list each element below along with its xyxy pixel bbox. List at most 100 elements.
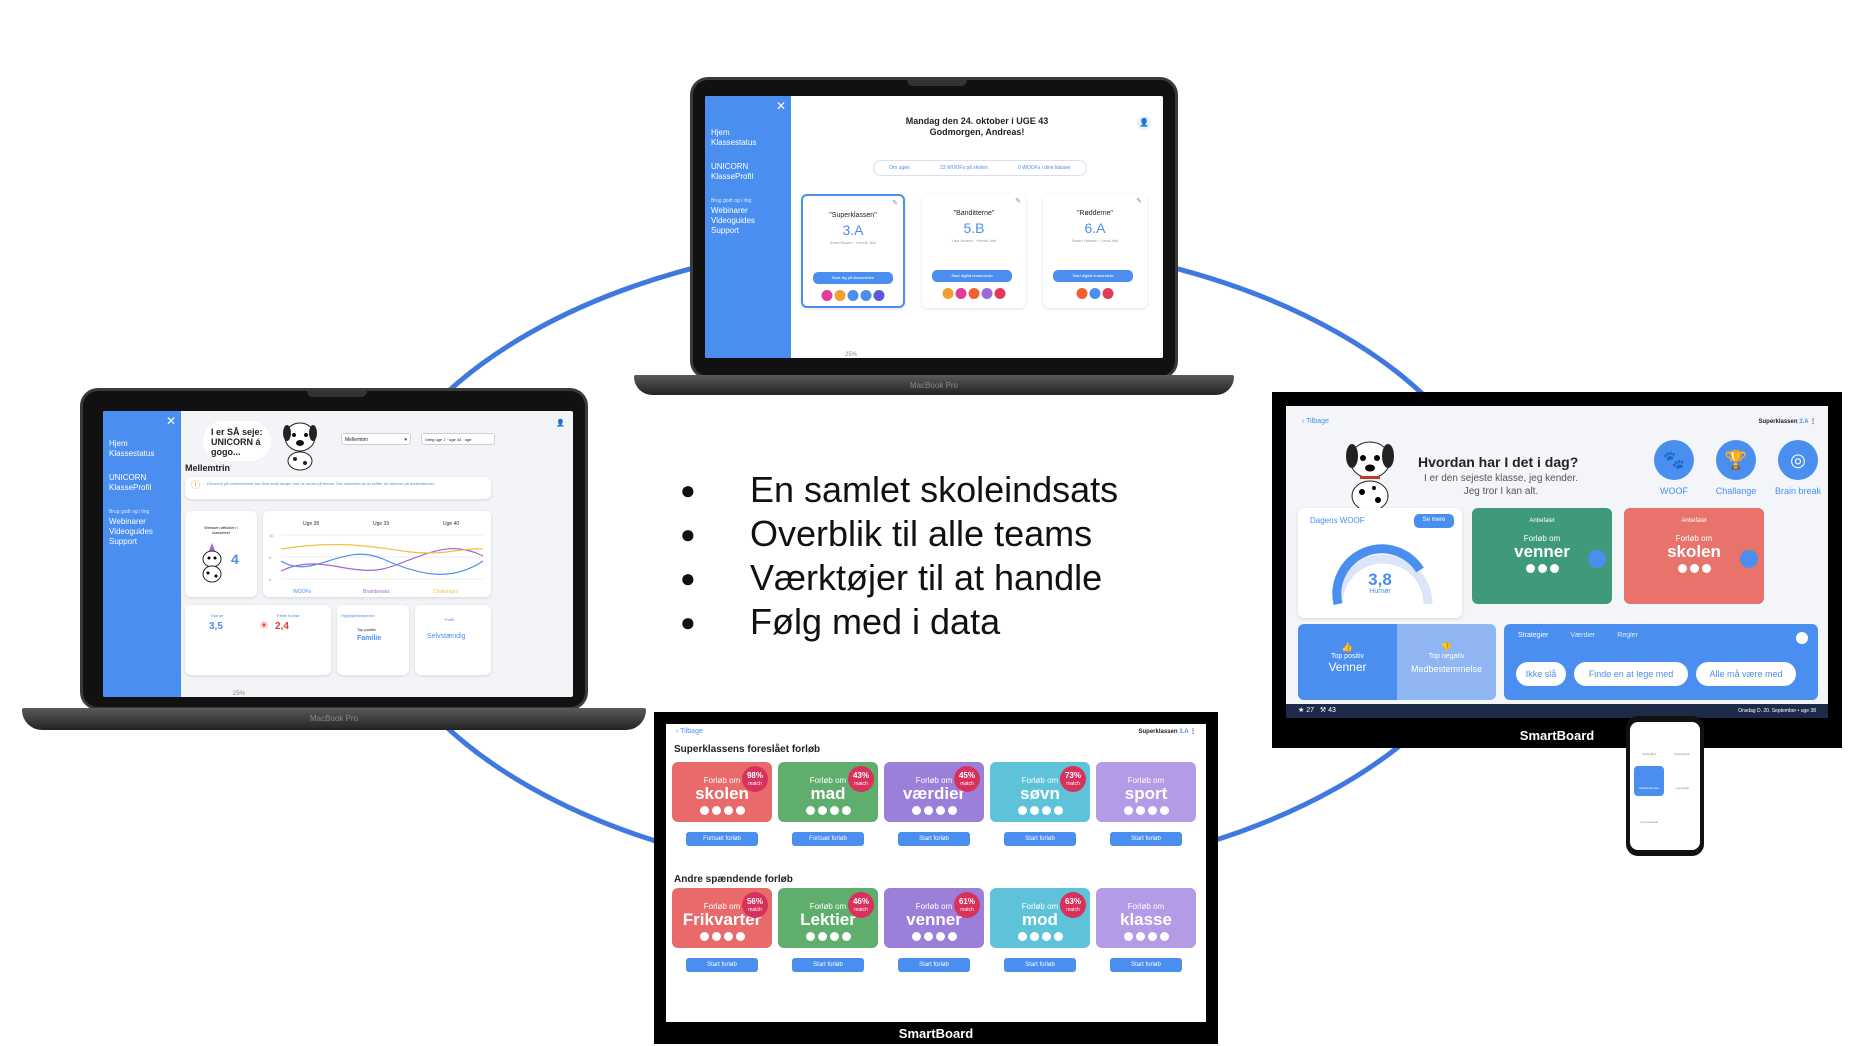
sidebar-item-webinars[interactable]: Webinarer <box>711 206 748 215</box>
icon-label: Brain break <box>1774 486 1822 496</box>
sidebar-item-class-profile[interactable]: KlasseProfil <box>109 483 152 492</box>
phone-item[interactable]: Skolegård <box>1642 752 1656 756</box>
see-more-button[interactable]: Se mere <box>1414 514 1454 528</box>
woofs-value: 4 <box>231 551 239 567</box>
sidebar-item-webinars[interactable]: Webinarer <box>109 517 146 526</box>
sidebar-item-class-profile[interactable]: KlasseProfil <box>711 172 754 181</box>
phone-item[interactable]: Legeplads <box>1675 786 1689 790</box>
phone-item[interactable]: Sportsplads <box>1674 752 1690 756</box>
challenge-icon[interactable]: 🏆 <box>1716 440 1756 480</box>
sidebar-item-home[interactable]: Hjem <box>109 439 128 448</box>
toggle-dot[interactable] <box>1796 632 1808 644</box>
close-icon[interactable]: ✕ <box>165 414 176 428</box>
series-line <box>280 543 484 554</box>
sidebar-item-unicorn[interactable]: UNICORN <box>109 473 147 482</box>
sidebar-item-class-status[interactable]: Klassestatus <box>711 138 757 147</box>
class-selector[interactable]: Superklassen 3.A ⋮ <box>1758 419 1817 425</box>
rule-pill[interactable]: Alle må være med <box>1696 662 1796 686</box>
sidebar-item-home[interactable]: Hjem <box>711 128 730 137</box>
rule-pill[interactable]: Ikke slå <box>1516 662 1566 686</box>
chevron-down-icon: ▾ <box>404 437 407 443</box>
tab-week[interactable]: Om ugen <box>889 165 910 171</box>
sidebar-item-class-status[interactable]: Klassestatus <box>109 449 155 458</box>
thumbs-down-icon: 👎 <box>1440 642 1453 652</box>
phone-item[interactable]: Klasseværelse <box>1634 766 1664 796</box>
sidebar-item-support[interactable]: Support <box>711 226 740 235</box>
match-badge: 45%match <box>954 766 980 792</box>
date-range-picker[interactable]: Vælg uge 1 · uge 44 · uge <box>421 433 495 445</box>
tab-strategies[interactable]: Strategier <box>1518 632 1549 639</box>
mood-value: 3,5 <box>209 621 223 632</box>
week-label: Uge 40 <box>443 521 459 527</box>
avatar <box>981 288 993 299</box>
match-badge: 61%match <box>954 892 980 918</box>
start-class-button[interactable]: Start digital klasseradio <box>932 270 1012 282</box>
tab-rules[interactable]: Regler <box>1617 632 1638 639</box>
tile-school[interactable]: Anbefalet Forløb om skolen <box>1624 508 1764 604</box>
brain-break-icon[interactable]: ◎ <box>1778 440 1818 480</box>
class-card[interactable]: ✎ "Rødderne" 6.A Søren Hansen · Lena Jek… <box>1043 194 1147 308</box>
zoom-level: 25% <box>845 352 858 358</box>
tab-bar: Om ugen 23 WOOFs på skolen 0 WOOFs i din… <box>873 160 1087 176</box>
phone-item[interactable]: Gymnastiksal <box>1639 820 1658 824</box>
tab-values[interactable]: Værdier <box>1570 632 1596 639</box>
edit-icon[interactable]: ✎ <box>1015 198 1021 205</box>
board-footer: ★ 27 ⚒ 43 Onsdag D. 20. September • uge … <box>1286 704 1828 718</box>
tab-class-woofs[interactable]: 0 WOOFs i dine klasser <box>1018 165 1071 171</box>
course-button[interactable]: Start forløb <box>1004 958 1076 972</box>
back-link[interactable]: ‹ Tilbage <box>676 728 703 735</box>
rule-pill[interactable]: Finde en at lege med <box>1574 662 1688 686</box>
close-icon[interactable]: ✕ <box>775 99 786 113</box>
course-button[interactable]: Start forløb <box>898 832 970 846</box>
mood-gauge <box>1332 544 1433 606</box>
avatar <box>1102 288 1114 299</box>
course-button[interactable]: Fortsæt forløb <box>792 832 864 846</box>
class-card[interactable]: ✎ "Superklassen" 3.A Anna Nissen · Henri… <box>801 194 905 308</box>
start-class-button[interactable]: Start dig på klassesiden <box>813 272 893 284</box>
class-selector[interactable]: Superklassen 3.A ⋮ <box>1138 729 1197 735</box>
course-button[interactable]: Fortsæt forløb <box>686 832 758 846</box>
course-button[interactable]: Start forløb <box>686 958 758 972</box>
tile-friends[interactable]: Anbefalet Forløb om venner <box>1472 508 1612 604</box>
week-label: Uge 39 <box>373 521 389 527</box>
sidebar-item-unicorn[interactable]: UNICORN <box>711 162 749 171</box>
level-dropdown[interactable]: Mellemtrin▾ <box>341 433 411 445</box>
course-button[interactable]: Start forløb <box>1004 832 1076 846</box>
class-card[interactable]: ✎ "Banditterne" 5.B Lisa Jensen · Henrik… <box>922 194 1026 308</box>
course-button[interactable]: Start forløb <box>792 958 864 972</box>
back-link[interactable]: ‹ Tilbage <box>1302 418 1329 425</box>
edit-icon[interactable]: ✎ <box>1136 198 1142 205</box>
sidebar-item-videoguides[interactable]: Videoguides <box>109 527 153 536</box>
greeting: Godmorgen, Andreas! <box>929 127 1025 137</box>
course-button[interactable]: Start forløb <box>1110 832 1182 846</box>
tab-school-woofs[interactable]: 23 WOOFs på skolen <box>939 165 988 171</box>
user-icon[interactable]: 👤 <box>1137 116 1151 130</box>
series-line <box>280 553 484 575</box>
gauge-value: 3,8 <box>1368 570 1392 589</box>
edit-icon[interactable]: ✎ <box>892 200 898 207</box>
top-values-card: 👍 Top positiv Venner 👎 Top negativ Medbe… <box>1298 624 1496 700</box>
match-badge: 43%match <box>848 766 874 792</box>
top-laptop-screen: ✕ Hjem Klassestatus UNICORN KlasseProfil… <box>705 96 1163 358</box>
macbook-label: MacBook Pro <box>909 381 959 390</box>
sidebar-item-videoguides[interactable]: Videoguides <box>711 216 755 225</box>
start-class-button[interactable]: Start digital klasseradio <box>1053 270 1133 282</box>
sidebar-item-support[interactable]: Support <box>109 537 138 546</box>
course-button[interactable]: Start forløb <box>1110 958 1182 972</box>
woof-icon[interactable]: 🐾 <box>1654 440 1694 480</box>
left-laptop-base: MacBook Pro <box>22 708 646 730</box>
profile-label: Profil <box>445 617 455 622</box>
course-button[interactable]: Start forløb <box>898 958 970 972</box>
user-icon[interactable]: 👤 <box>556 420 565 427</box>
match-badge: 73%match <box>1060 766 1086 792</box>
